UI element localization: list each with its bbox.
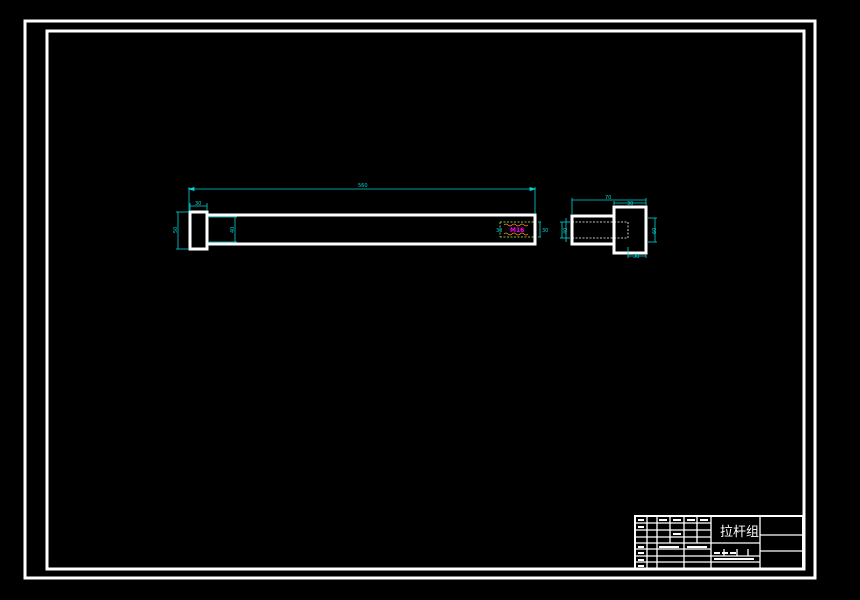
nut-flange [612, 205, 648, 255]
rod-shaft [205, 213, 537, 246]
rod-head [188, 210, 209, 251]
nut-overall-length-dim [571, 198, 647, 214]
nut-flange-length-dim [613, 201, 646, 205]
nut-hidden-lines [572, 221, 629, 239]
title-block-label-marks [638, 519, 754, 567]
nut-view: 70 30 40 60 30 [560, 195, 658, 260]
rod-head-length-dim [189, 203, 208, 211]
rod-thread-right-dim: 30 [542, 228, 548, 234]
nut-inner-diameter-text: 40 [563, 228, 569, 234]
rod-view: M16 30 30 560 30 50 [173, 183, 548, 251]
outer-sheet-border [23, 19, 817, 580]
title-block [634, 515, 804, 570]
nut-bottom-dim-text: 30 [633, 254, 639, 260]
rod-overall-length-dim [187, 186, 537, 214]
nut-outer-diameter-dim [648, 217, 657, 243]
nut-overall-length-text: 70 [605, 195, 611, 201]
rod-shaft-diameter-dim [208, 216, 237, 243]
rod-thread-wavy [503, 223, 529, 236]
nut-body [570, 214, 616, 246]
title-block-grid-left [635, 516, 712, 569]
nut-outer-diameter-text: 60 [652, 228, 658, 234]
rod-thread-label: M16 [510, 227, 524, 234]
nut-bottom-dim [627, 247, 647, 258]
nut-flange-length-text: 30 [627, 201, 633, 207]
rod-head-diameter-text: 50 [173, 227, 179, 233]
rod-thread-hidden-lines [499, 221, 535, 238]
drawing-title: 拉杆组 [720, 525, 759, 540]
nut-inner-diameter-dim [560, 218, 570, 242]
rod-thread-depth-dim: 30 [496, 228, 502, 234]
rod-overall-length-text: 560 [358, 183, 368, 189]
inner-sheet-border [45, 29, 806, 571]
rod-head-diameter-dim [176, 211, 189, 250]
rod-head-length-text: 30 [195, 201, 201, 207]
rod-shaft-diameter-text: 40 [230, 227, 236, 233]
title-block-grid-right [711, 516, 803, 569]
